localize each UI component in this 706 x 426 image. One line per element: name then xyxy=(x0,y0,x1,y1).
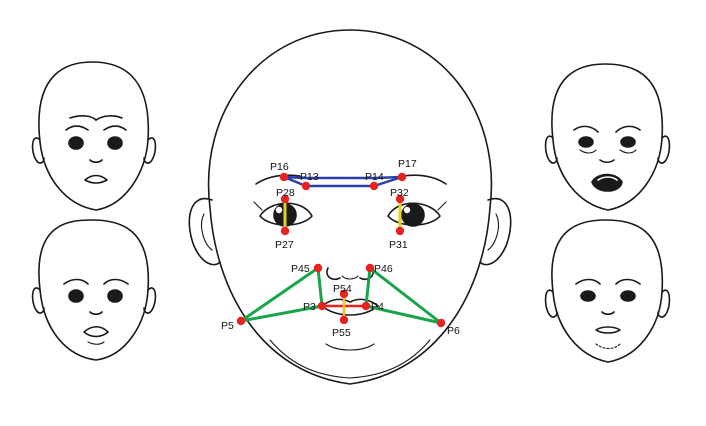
label-p27: P27 xyxy=(275,239,294,251)
landmark-point-p32 xyxy=(395,194,405,204)
landmark-point-p55 xyxy=(339,315,349,325)
label-p32: P32 xyxy=(390,187,409,199)
label-p55: P55 xyxy=(332,327,351,339)
landmark-labels: P16 P13 P14 P17 P28 P32 P27 P31 P45 P46 … xyxy=(221,158,460,339)
landmark-point-p45 xyxy=(313,263,323,273)
landmark-points xyxy=(236,172,446,328)
thumbnail-face-top-left xyxy=(31,61,157,211)
label-p13: P13 xyxy=(300,171,319,183)
landmark-point-p28 xyxy=(280,194,290,204)
label-p31: P31 xyxy=(389,239,408,251)
landmark-point-p31 xyxy=(395,226,405,236)
label-p16: P16 xyxy=(270,161,289,173)
landmark-point-p27 xyxy=(280,226,290,236)
label-p4: P4 xyxy=(371,301,384,313)
landmark-point-p6 xyxy=(436,318,446,328)
label-p14: P14 xyxy=(365,171,384,183)
thumbnail-face-bottom-right xyxy=(544,219,671,363)
eye-connection-lines xyxy=(283,199,402,231)
landmark-point-p17 xyxy=(397,172,407,182)
landmark-point-p14 xyxy=(369,181,379,191)
label-p3: P3 xyxy=(303,301,316,313)
landmark-point-p4 xyxy=(361,301,371,311)
landmark-point-p46 xyxy=(365,263,375,273)
label-p6: P6 xyxy=(447,325,460,337)
central-baby-face xyxy=(188,29,512,385)
label-p28: P28 xyxy=(276,187,295,199)
landmark-point-p13 xyxy=(301,181,311,191)
label-p46: P46 xyxy=(374,263,393,275)
brow-connection-lines xyxy=(283,175,403,188)
landmark-point-p5 xyxy=(236,316,246,326)
label-p5: P5 xyxy=(221,320,234,332)
label-p17: P17 xyxy=(398,158,417,170)
mouth-connection-lines xyxy=(239,266,443,325)
thumbnail-face-bottom-left xyxy=(31,219,157,361)
landmark-point-p54 xyxy=(339,289,349,299)
label-p54: P54 xyxy=(333,283,352,295)
thumbnail-face-top-right xyxy=(544,63,671,211)
label-p45: P45 xyxy=(291,263,310,275)
landmark-point-p16 xyxy=(279,172,289,182)
landmark-point-p3 xyxy=(317,301,327,311)
